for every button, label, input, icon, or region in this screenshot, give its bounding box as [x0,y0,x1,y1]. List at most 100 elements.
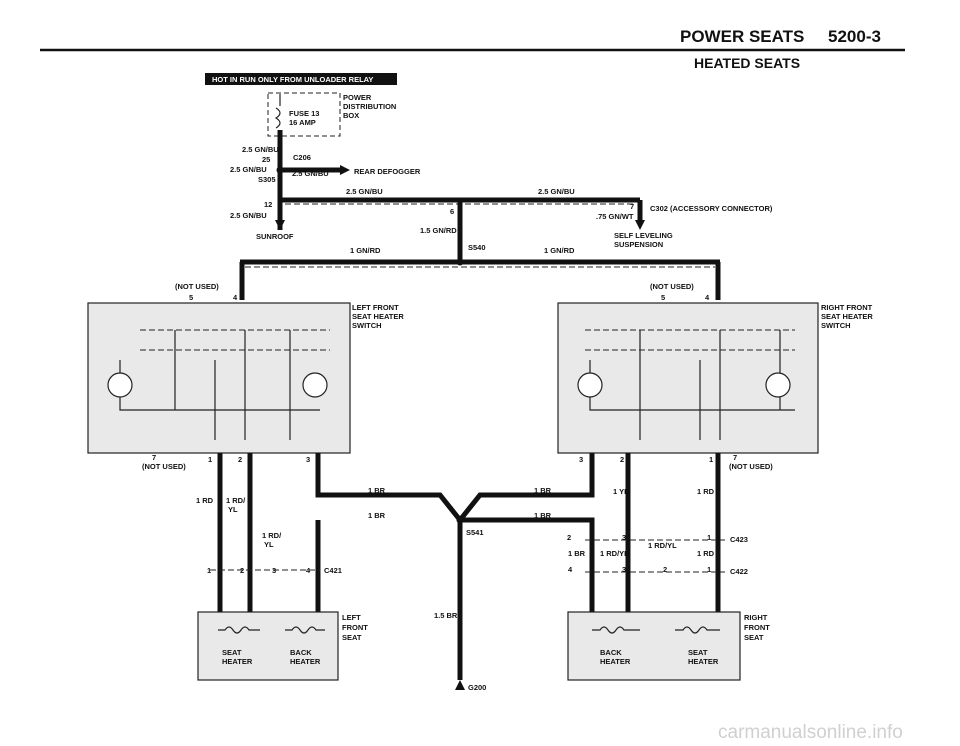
s540-splice [456,258,464,266]
wire-gn-rd-left: 1 GN/RD [350,246,381,255]
banner-text: HOT IN RUN ONLY FROM UNLOADER RELAY [212,75,373,84]
left-pin-4: 4 [233,293,238,302]
self-leveling-label-2: SUSPENSION [614,240,663,249]
right-front-seat [567,611,741,681]
power-box-title-1: POWER [343,93,372,102]
wire-br-2: 1 BR [534,486,552,495]
s305-splice [276,166,284,174]
power-box-title-2: DISTRIBUTION [343,102,396,111]
g200-label: G200 [468,683,486,692]
right-pin-4: 4 [705,293,710,302]
left-pin-2: 2 [238,455,242,464]
wire-gn-rd-right: 1 GN/RD [544,246,575,255]
right-switch-title-1: RIGHT FRONT [821,303,873,312]
power-box-title-3: BOX [343,111,359,120]
sunroof-label: SUNROOF [256,232,294,241]
right-seat-heater-label-1: SEAT [688,648,708,657]
pin-25: 25 [262,155,270,164]
c423-pin-3: 3 [622,533,626,542]
right-back-heater-label-2: HEATER [600,657,631,666]
right-not-used-bottom: (NOT USED) [729,462,773,471]
left-switch-title-3: SWITCH [352,321,382,330]
right-not-used-top: (NOT USED) [650,282,694,291]
c206-label: C206 [293,153,311,162]
left-seat-heater-label-2: HEATER [222,657,253,666]
left-seat-title-1: LEFT [342,613,361,622]
c422-pin-1: 1 [707,565,711,574]
wire-left-yl-a: YL [228,505,238,514]
left-pin-7: 7 [152,453,156,462]
page-number: 5200-3 [828,27,881,46]
wire-right-yl: 1 YL [613,487,629,496]
c421-label: C421 [324,566,342,575]
left-lamp-icon-1 [107,372,133,398]
pin-12: 12 [264,200,272,209]
fuse-label: FUSE 13 [289,109,319,118]
watermark: carmanualsonline.info [718,722,903,743]
ground-icon [455,680,465,690]
wire-right-rd-yl-top: 1 RD/YL [648,541,677,550]
wire-gn-bu-4: 2.5 GN/BU [346,187,383,196]
left-switch-title-2: SEAT HEATER [352,312,404,321]
s541-label: S541 [466,528,484,537]
accessory-connector-label: (ACCESSORY CONNECTOR) [670,204,773,213]
connector-dashes [210,539,725,573]
right-seat-title-1: RIGHT [744,613,768,622]
right-back-heater-label-1: BACK [600,648,622,657]
left-seat-heater-label-1: SEAT [222,648,242,657]
left-not-used-bottom: (NOT USED) [142,462,186,471]
sunroof-arrow [275,220,285,230]
self-leveling-arrow [635,220,645,230]
wire-gn-bu-6: 2.5 GN/BU [230,211,267,220]
right-lamp-icon-1 [577,372,603,398]
right-pin-2: 2 [620,455,624,464]
left-front-seat [197,611,339,681]
section-title: POWER SEATS [680,27,804,46]
power-distribution-box [267,92,341,137]
wire-gn-bu-3: 2.5 GN/BU [292,169,329,178]
right-pin-3: 3 [579,455,583,464]
wire-br-4: 1 BR [534,511,552,520]
left-switch-linkage [140,329,330,351]
right-pin-7: 7 [733,453,737,462]
left-seat-title-2: FRONT [342,623,368,632]
c423-pin-2: 2 [567,533,571,542]
right-seat-title-2: FRONT [744,623,770,632]
right-heater-elements-icon [592,626,720,634]
right-seat-title-3: SEAT [744,633,764,642]
left-back-heater-label-1: BACK [290,648,312,657]
right-seat-heater-label-2: HEATER [688,657,719,666]
banner-box [205,73,397,85]
wire-right-rd-yl: 1 RD/YL [600,549,629,558]
c422-pin-3: 3 [622,565,626,574]
left-not-used-top: (NOT USED) [175,282,219,291]
wire-br-1: 1 BR [368,486,386,495]
left-back-heater-label-2: HEATER [290,657,321,666]
rear-defogger-label: REAR DEFOGGER [354,167,421,176]
c422-pin-2: 2 [663,565,667,574]
left-pin-5: 5 [189,293,193,302]
left-pin-3: 3 [306,455,310,464]
wire-right-br: 1 BR [568,549,586,558]
right-switch-circuit [589,330,795,440]
right-pin-1: 1 [709,455,713,464]
c421-pin-3: 3 [272,566,276,575]
c422-pin-4: 4 [568,565,573,574]
right-switch-title-3: SWITCH [821,321,851,330]
wire-left-rd-yl-a: 1 RD/ [226,496,246,505]
wire-gn-rd: 1.5 GN/RD [420,226,457,235]
c423-label: C423 [730,535,748,544]
wire-gn-bu-5: 2.5 GN/BU [538,187,575,196]
right-switch-linkage [585,329,795,351]
wire-br-3: 1 BR [368,511,386,520]
wire-right-rd: 1 RD [697,487,715,496]
right-lamp-icon-2 [765,372,791,398]
wire-left-rd: 1 RD [196,496,214,505]
left-seat-title-3: SEAT [342,633,362,642]
wire-gn-wt: .75 GN/WT [596,212,634,221]
s305-label: S305 [258,175,276,184]
wire-right-rd-2: 1 RD [697,549,715,558]
wire-br-15: 1.5 BR [434,611,458,620]
left-lamp-icon-2 [302,372,328,398]
